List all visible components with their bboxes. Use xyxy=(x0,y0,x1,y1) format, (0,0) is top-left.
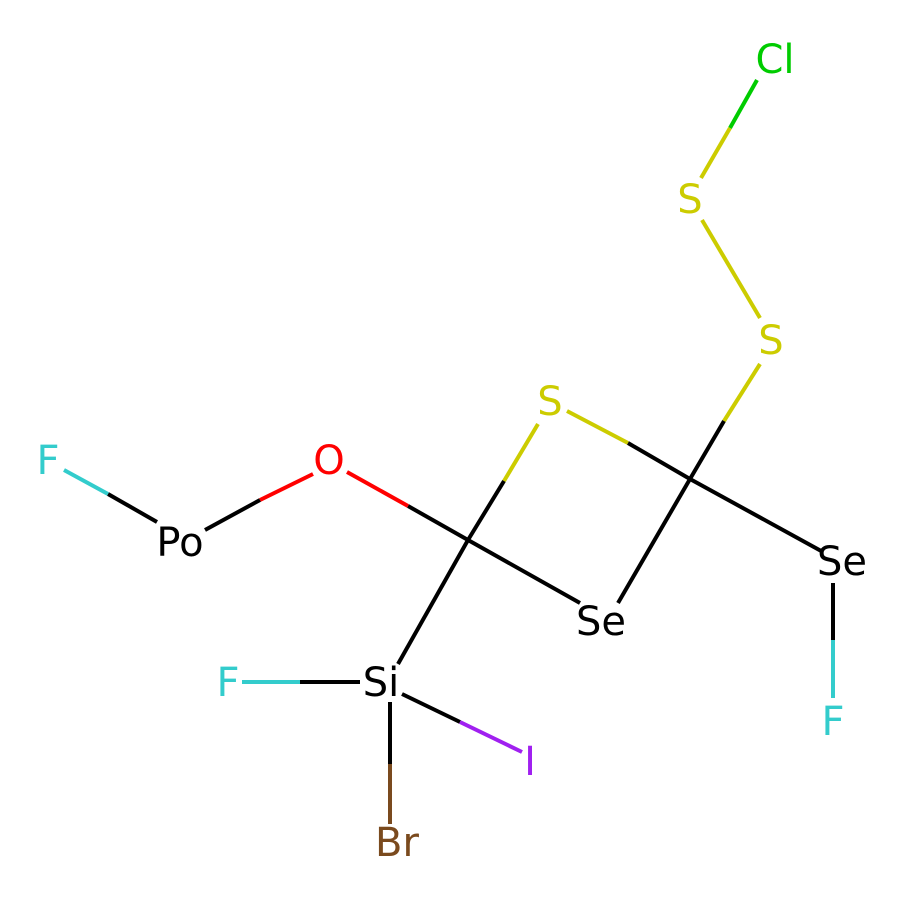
atom-o: O xyxy=(313,438,344,484)
atom-f-po: F xyxy=(36,438,59,484)
bonds xyxy=(63,79,835,824)
bond-ring-s-c xyxy=(626,441,692,481)
bond-s-c xyxy=(722,362,762,423)
bond-ring-c-se xyxy=(467,538,581,605)
bond-cl-s xyxy=(728,79,759,129)
atom-s-ring: S xyxy=(537,379,562,425)
atom-s-top: S xyxy=(677,177,702,223)
bond-s-c xyxy=(688,419,726,481)
bond-c-o xyxy=(407,504,469,542)
atom-i: I xyxy=(524,739,536,785)
atom-cl: Cl xyxy=(755,37,794,83)
bond-ring-s-c xyxy=(502,422,540,483)
atom-f-si: F xyxy=(216,660,239,706)
bond-si-i xyxy=(401,692,461,724)
bond-si-i xyxy=(459,720,523,754)
atom-si: Si xyxy=(363,660,400,706)
bond-o-po xyxy=(259,472,314,502)
atom-labels: Cl S S S F O Po Se Se F Si F I Br xyxy=(36,37,867,866)
bond-c-si xyxy=(396,539,470,665)
atom-f-se: F xyxy=(821,699,844,745)
bond-o-po xyxy=(204,498,261,532)
bond-ring-se-c xyxy=(616,477,692,605)
bond-c-o xyxy=(346,470,409,508)
atom-se-right: Se xyxy=(817,539,867,585)
atom-po: Po xyxy=(156,520,203,566)
bond-po-f xyxy=(107,492,158,524)
bond-c-se xyxy=(689,477,824,554)
bond-s-s xyxy=(700,218,762,320)
bond-ring-s-c xyxy=(566,409,629,445)
atom-s-mid: S xyxy=(758,318,783,364)
bond-cl-s xyxy=(699,126,732,180)
atom-se-ring: Se xyxy=(576,599,626,645)
bond-ring-s-c xyxy=(466,479,506,542)
bond-po-f xyxy=(63,468,109,496)
atom-br: Br xyxy=(375,820,419,866)
